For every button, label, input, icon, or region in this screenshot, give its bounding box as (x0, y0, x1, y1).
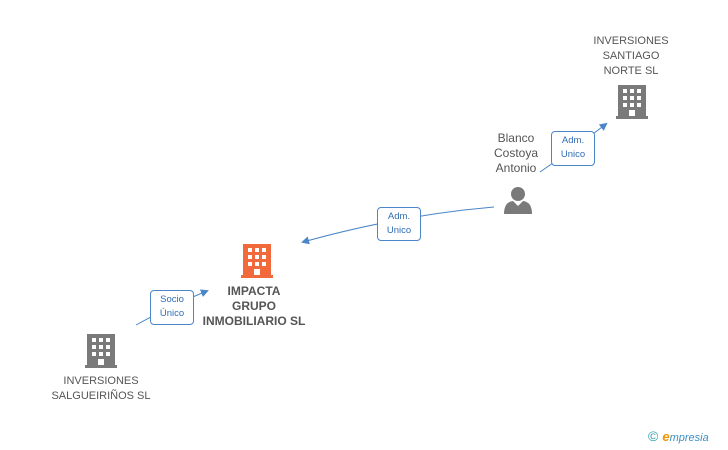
edge-label-line: Único (159, 308, 185, 319)
edge-label-blanco-santiago[interactable]: Adm. Unico (551, 131, 595, 166)
node-label-line: SALGUEIRIÑOS SL (51, 390, 151, 402)
brand-footer[interactable]: © empresia (648, 428, 709, 444)
node-label-line: IMPACTA (227, 284, 281, 298)
node-label-line: SANTIAGO (602, 50, 660, 62)
copyright-icon: © (648, 428, 659, 444)
node-label-line: Blanco (497, 131, 535, 145)
edge-label-line: Adm. (561, 135, 585, 146)
node-label-line: INVERSIONES (593, 35, 669, 47)
node-label-line: NORTE SL (603, 65, 659, 77)
building-icon (616, 85, 648, 119)
brand-text: mpresia (669, 431, 709, 444)
edge-label-line: Socio (160, 294, 184, 305)
node-label-santiago[interactable]: INVERSIONES SANTIAGO NORTE SL (581, 34, 681, 79)
node-label-line: INVERSIONES (63, 375, 139, 387)
node-label-line: Antonio (495, 161, 537, 175)
node-label-impacta[interactable]: IMPACTA GRUPO INMOBILIARIO SL (194, 284, 314, 329)
node-label-salgueirinos[interactable]: INVERSIONES SALGUEIRIÑOS SL (41, 374, 161, 404)
brand-logo: empresia (662, 429, 708, 444)
node-label-line: GRUPO (231, 299, 276, 313)
node-label-blanco[interactable]: Blanco Costoya Antonio (476, 131, 556, 176)
edge-label-blanco-impacta[interactable]: Adm. Unico (377, 207, 421, 241)
edge-label-line: Unico (386, 225, 412, 236)
building-icon (85, 334, 117, 368)
brand-mark: e (662, 428, 670, 444)
edge-label-salgueirinos-impacta[interactable]: Socio Único (150, 290, 194, 325)
edge-label-line: Unico (560, 149, 586, 160)
node-label-line: INMOBILIARIO SL (202, 314, 306, 328)
building-icon (241, 244, 273, 278)
edge-label-line: Adm. (387, 211, 411, 222)
person-icon (504, 187, 532, 214)
node-label-line: Costoya (493, 146, 539, 160)
